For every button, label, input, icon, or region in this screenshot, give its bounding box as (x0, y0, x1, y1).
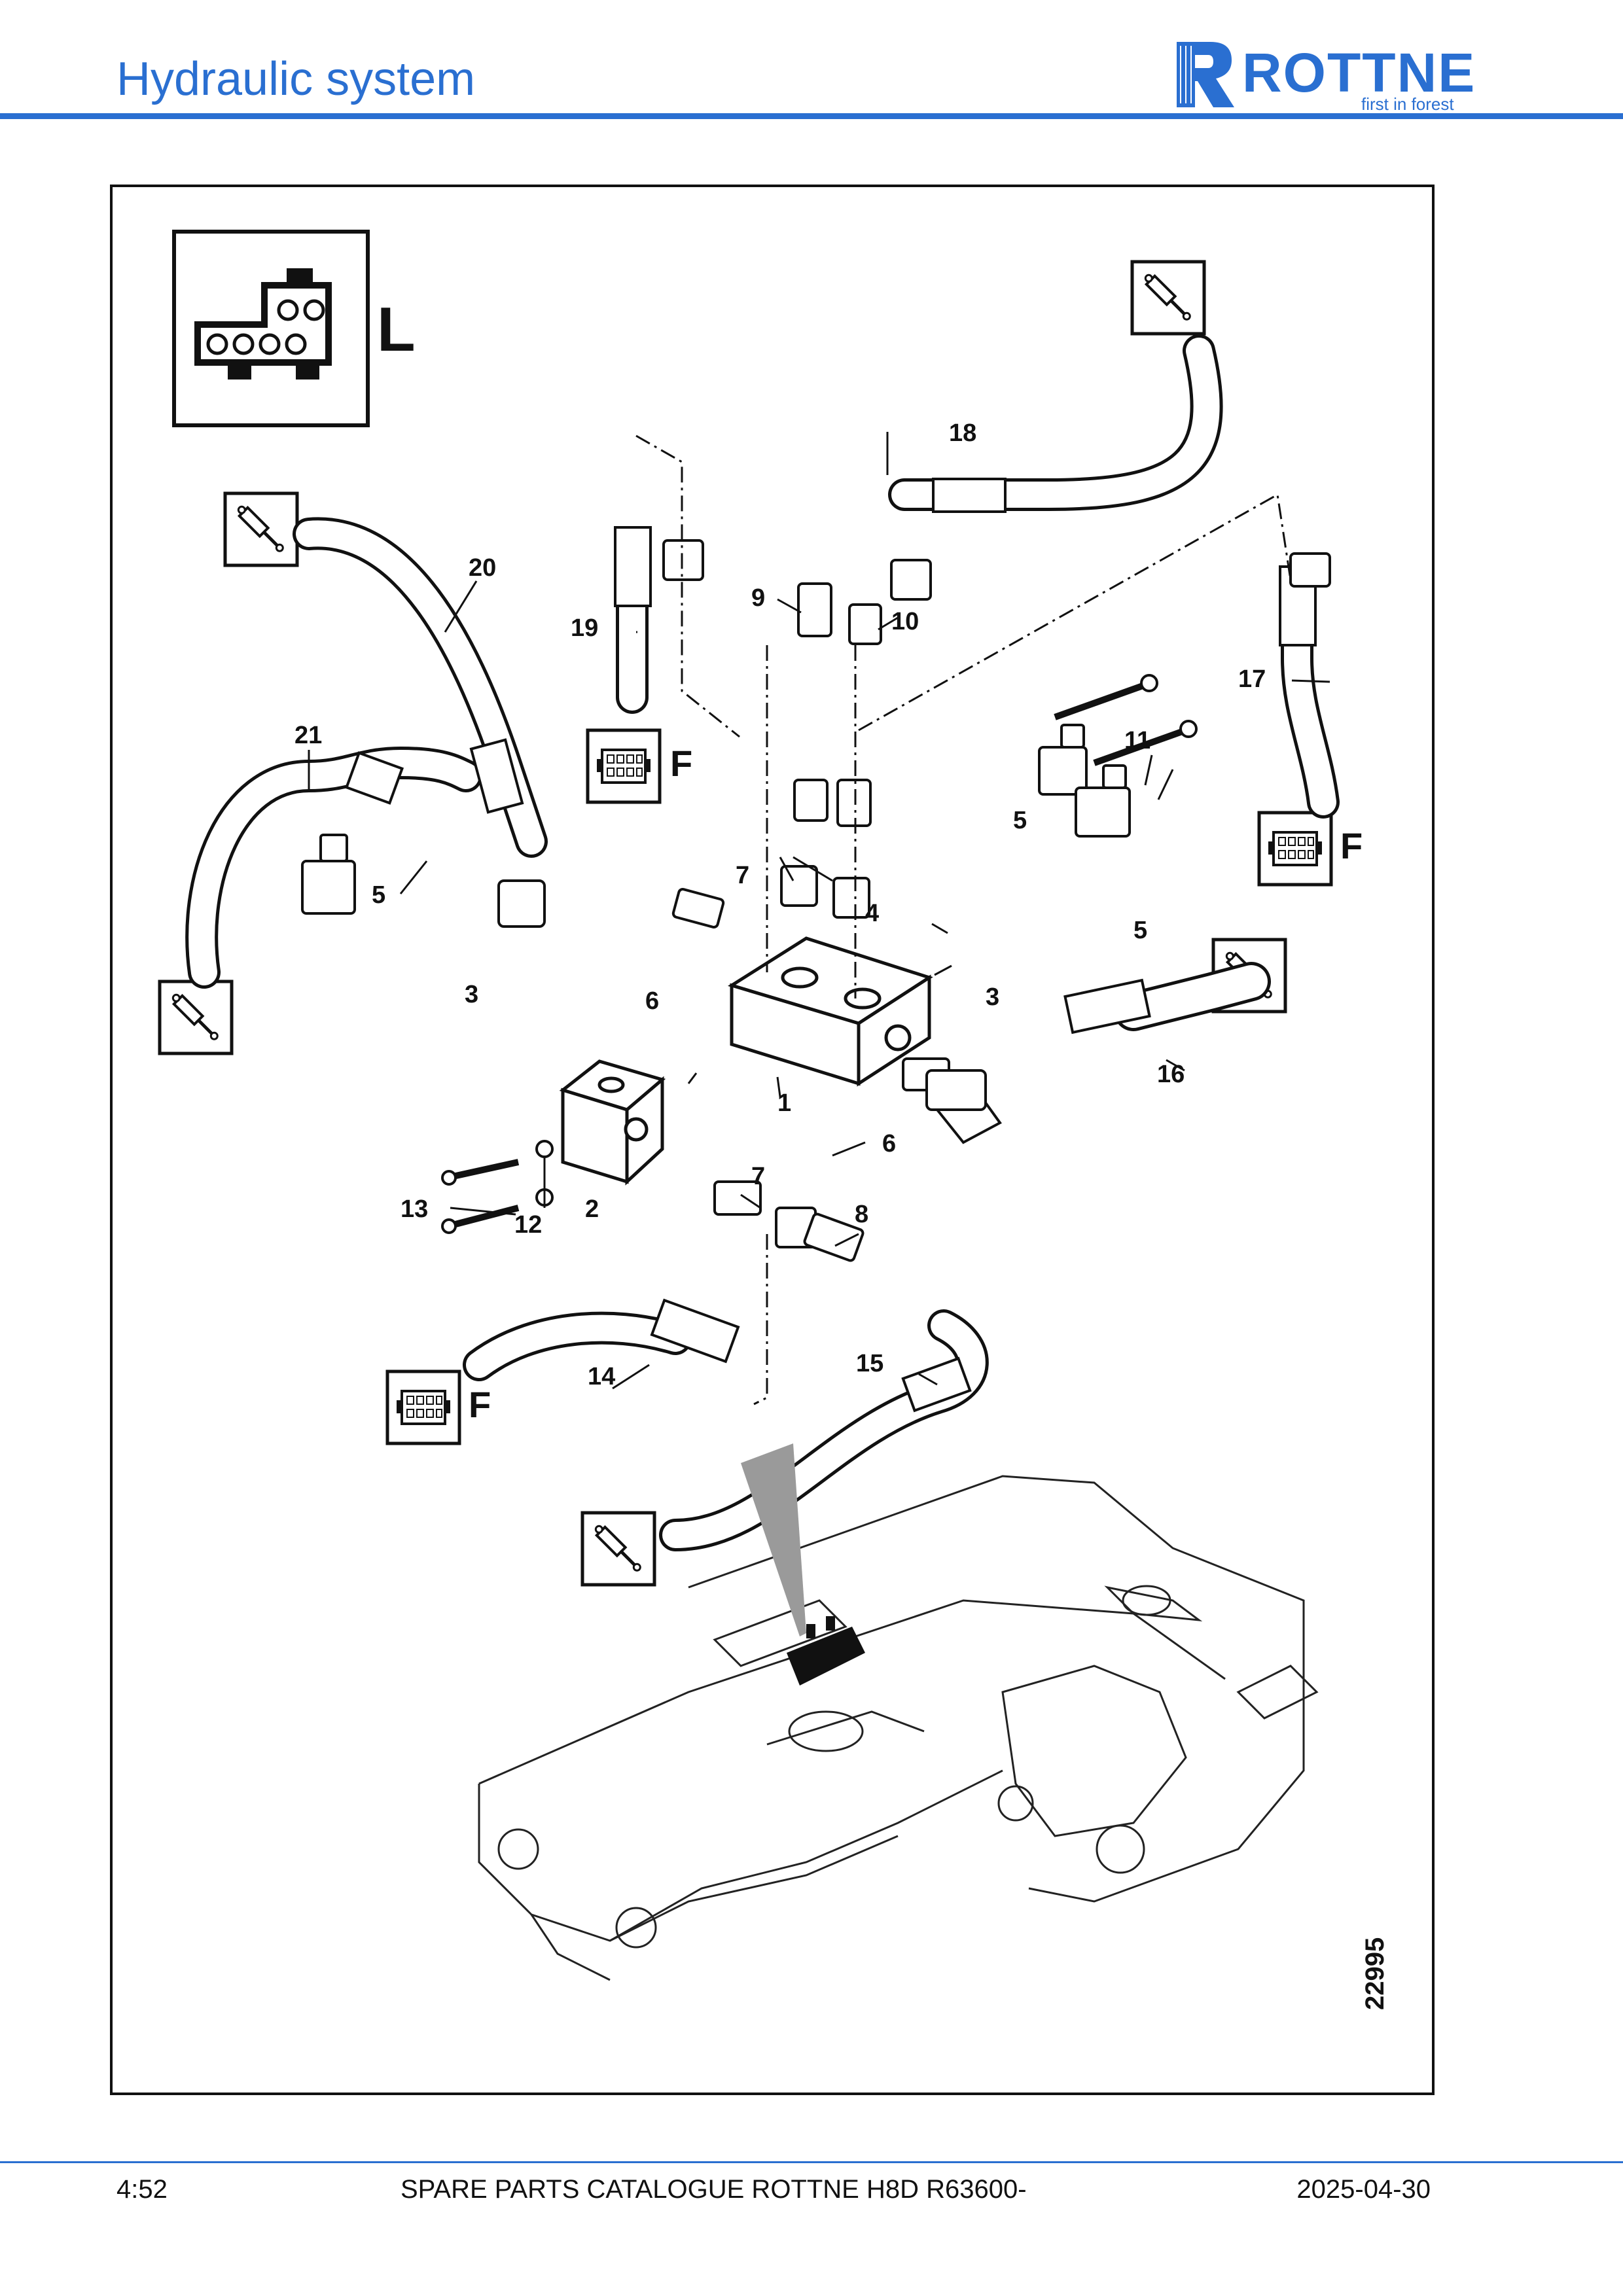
callout-label: 3 (465, 981, 478, 1008)
connector-f-code: F (469, 1384, 491, 1425)
callout-label: 13 (401, 1195, 428, 1223)
connector-f-icon (387, 1371, 459, 1443)
callout-label: 4 (865, 900, 879, 927)
cylinder-symbol-icon (160, 981, 232, 1053)
connector-l-icon (172, 230, 370, 427)
connector-f-icon (588, 730, 660, 802)
logo-r-icon (1177, 42, 1234, 107)
header-divider (0, 113, 1623, 119)
callout-label: 14 (588, 1363, 615, 1390)
callout-label: 8 (855, 1201, 868, 1228)
brand-name: ROTTNE (1242, 42, 1476, 103)
callout-label: 1 (777, 1089, 791, 1117)
bolts-and-washers (441, 674, 1198, 1234)
fittings-small (497, 539, 1331, 1262)
callout-label: 5 (372, 881, 385, 909)
cylinder-symbol-icon (225, 493, 297, 565)
valve-in-chassis (787, 1616, 865, 1686)
callout-label: 16 (1157, 1061, 1185, 1088)
page-title: Hydraulic system (116, 53, 476, 105)
hose-group (185, 334, 1340, 1551)
location-pointer (741, 1443, 806, 1636)
connector-f-code: F (1340, 825, 1363, 866)
callout-label: 12 (514, 1211, 542, 1239)
callout-label: 18 (949, 419, 976, 447)
callout-label: 17 (1238, 665, 1266, 693)
figure-frame: L F F F (110, 185, 1435, 2095)
connector-l-code: L (377, 294, 416, 364)
connector-f-code: F (670, 743, 692, 784)
catalogue-title: SPARE PARTS CATALOGUE ROTTNE H8D R63600- (401, 2175, 1027, 2204)
page-number: 4:52 (116, 2175, 168, 2204)
callout-label: 9 (751, 584, 765, 612)
callout-label: 2 (585, 1195, 599, 1223)
hose-fittings (344, 478, 1317, 1413)
callout-label: 6 (645, 987, 659, 1015)
callout-label: 5 (1013, 807, 1027, 834)
callout-label: 15 (856, 1350, 883, 1377)
callout-label: 3 (986, 983, 999, 1011)
callout-label: 7 (751, 1163, 765, 1190)
publication-date: 2025-04-30 (1296, 2175, 1431, 2204)
callout-label: 19 (571, 614, 598, 642)
guide-lines (635, 434, 1292, 1405)
solenoid-coils (301, 724, 1131, 915)
callout-label: 10 (891, 608, 919, 635)
footer-divider (0, 2161, 1623, 2163)
callout-label: 11 (1124, 727, 1150, 754)
valve-block-1 (728, 936, 933, 1087)
callout-label: 5 (1133, 917, 1147, 944)
cylinder-symbol-icon (582, 1513, 654, 1585)
callout-label: 7 (736, 862, 749, 889)
exploded-parts-diagram: L F F F (113, 230, 1389, 2010)
machine-frame-illustration (478, 1475, 1319, 1981)
connector-f-icon (1259, 813, 1331, 885)
brand-tagline: first in forest (1361, 94, 1454, 113)
cylinder-symbol-icon (1132, 262, 1204, 334)
leader-lines (308, 432, 1330, 1390)
drawing-number: 22995 (1361, 1937, 1389, 2010)
brand-logo: ROTTNE first in forest (1177, 42, 1476, 113)
callout-label: 6 (882, 1130, 896, 1157)
callout-label: 20 (469, 554, 496, 582)
callout-label: 21 (294, 722, 322, 749)
valve-block-2 (559, 1059, 666, 1186)
